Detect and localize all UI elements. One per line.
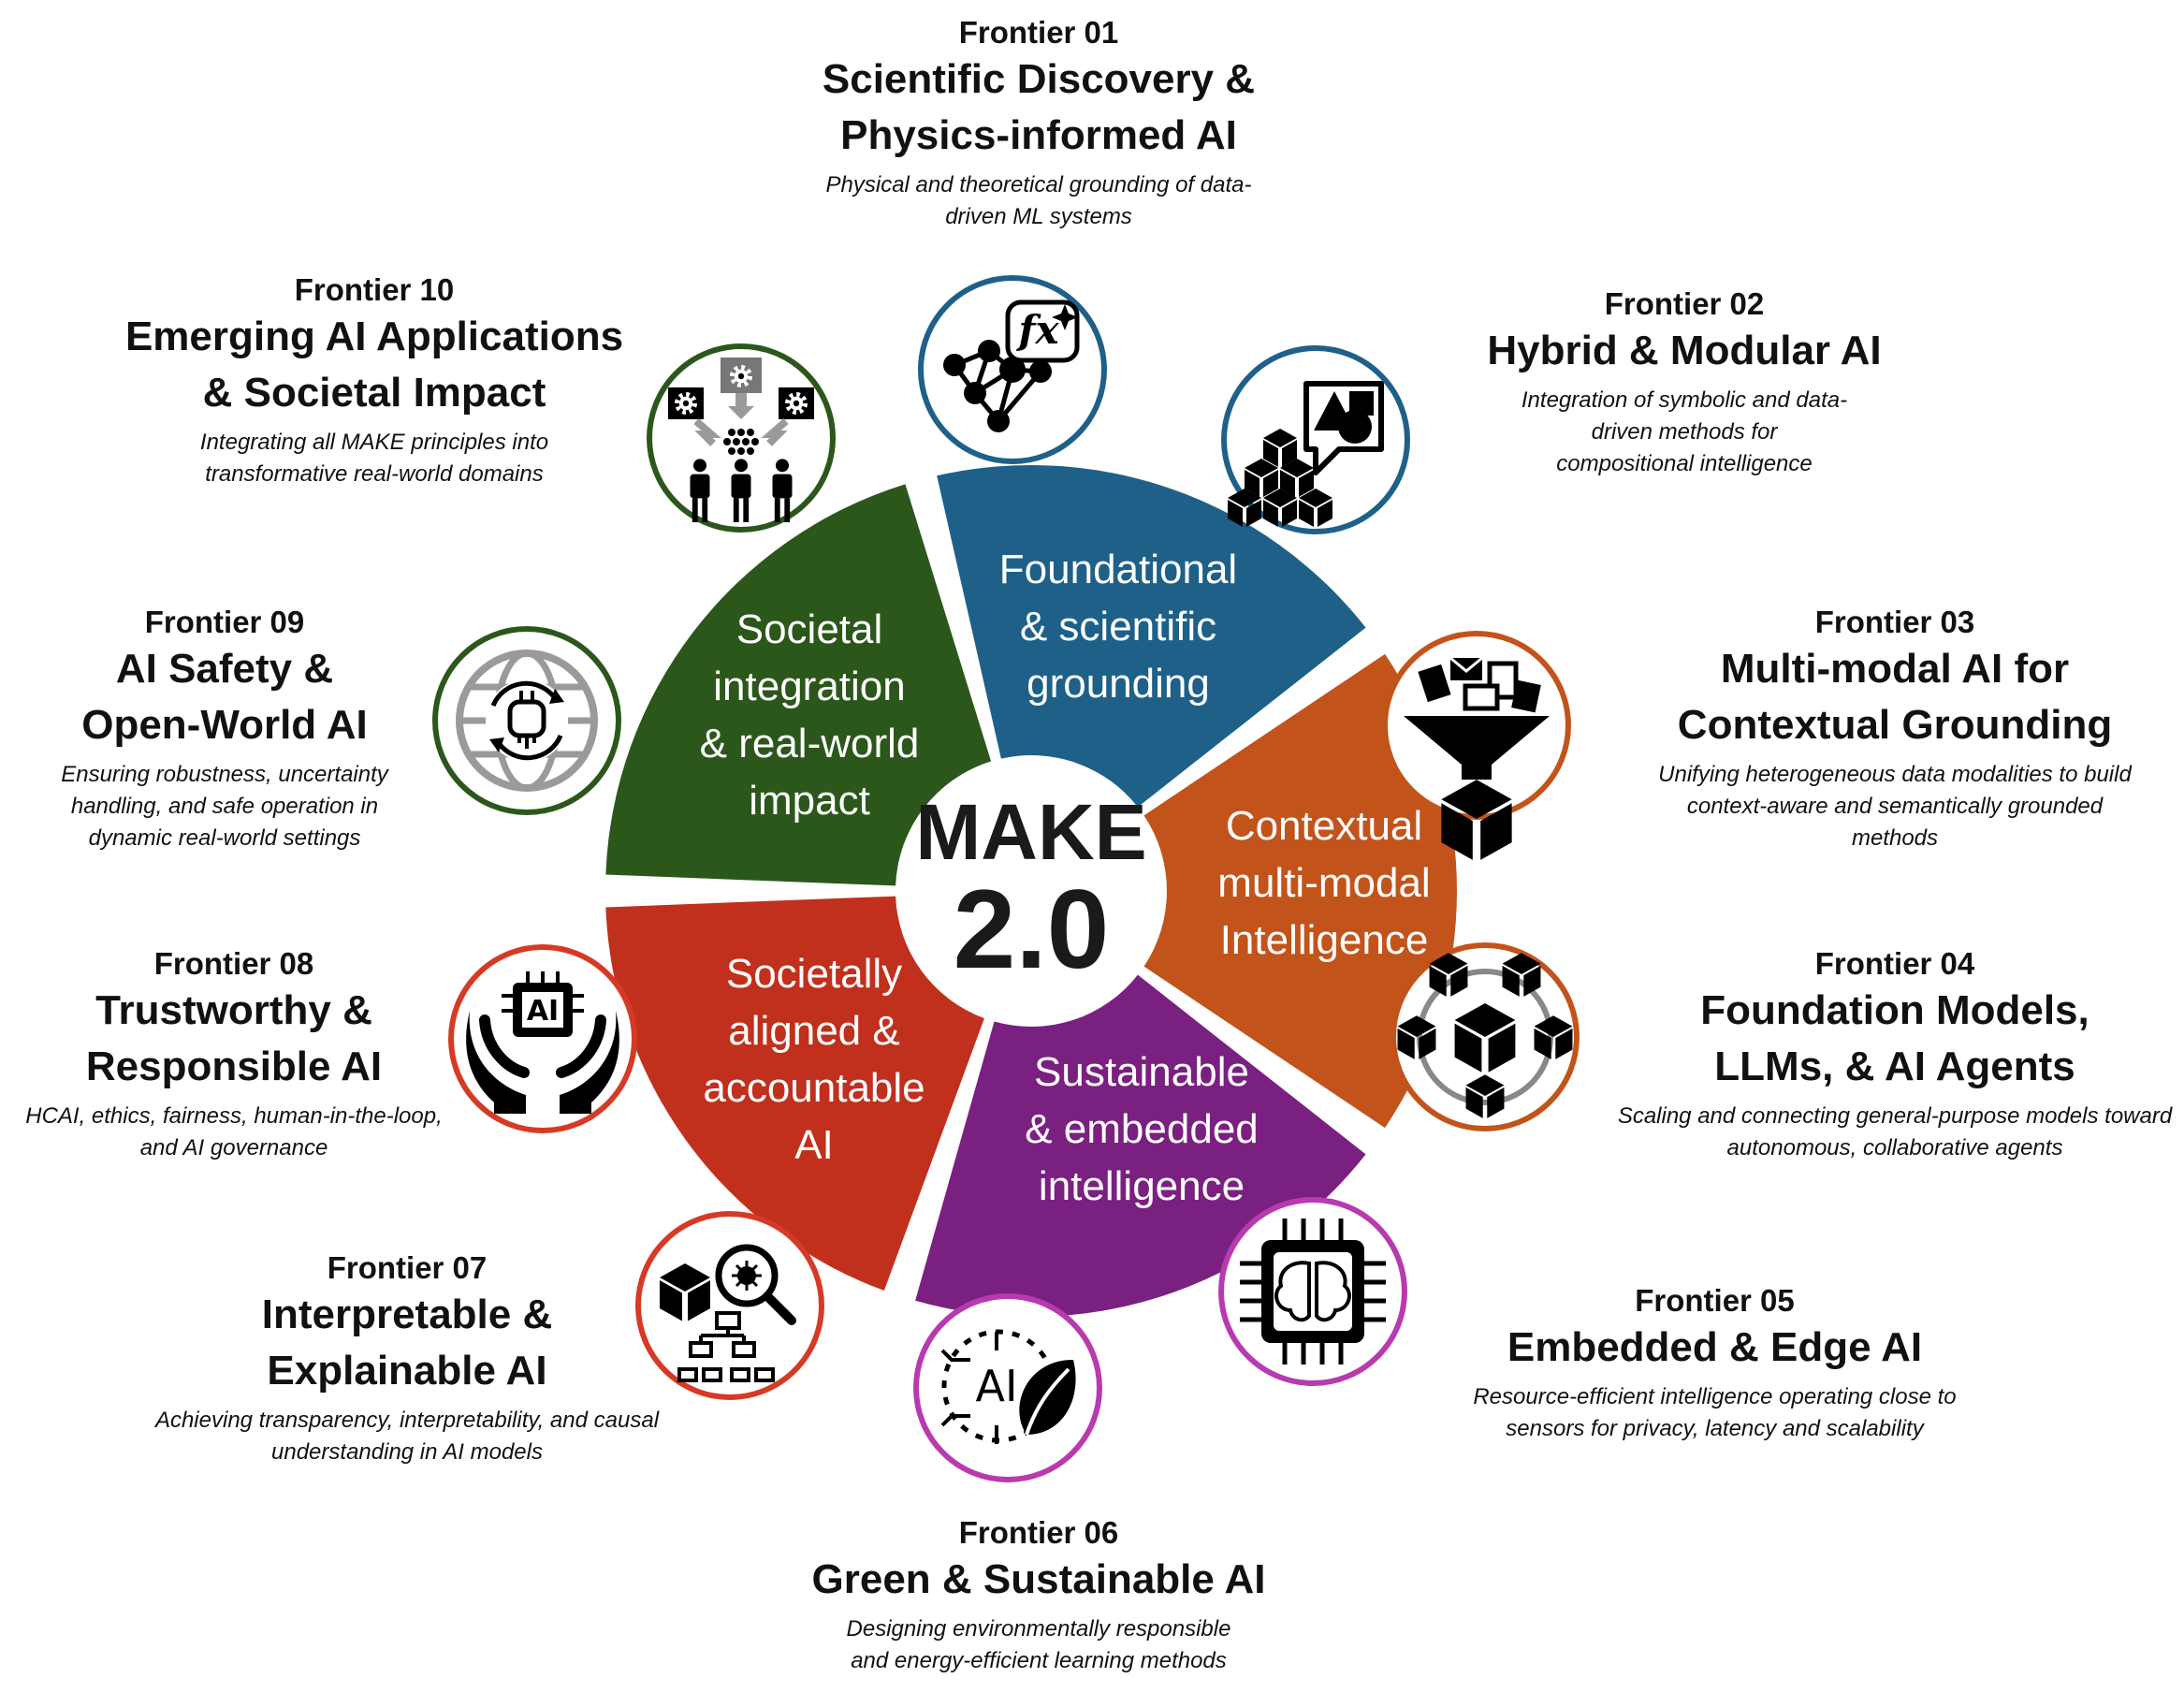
theme-segment-societal	[605, 484, 992, 886]
frontier-10-icon-badge	[647, 343, 836, 533]
frontier-10-number: Frontier 10	[294, 272, 455, 307]
physics-network-icon: fx	[943, 299, 1080, 432]
modular-blocks-icon	[1228, 381, 1384, 527]
frontier-04-title: Foundation Models, LLMs, & AI Agents	[1700, 987, 2089, 1089]
frontier-05: Frontier 05 Embedded & Edge AI Resource-…	[1441, 1282, 1988, 1445]
frontier-03-title: Multi-modal AI for Contextual Grounding	[1677, 646, 2113, 748]
frontier-03: Frontier 03 Multi-modal AI for Contextua…	[1642, 604, 2148, 854]
theme-label-accountable: Societally aligned & accountable AI	[703, 951, 925, 1168]
theme-segment-foundational	[937, 464, 1366, 808]
frontier-09: Frontier 09 AI Safety & Open-World AI En…	[28, 604, 421, 854]
frontier-01-description: Physical and theoretical grounding of da…	[825, 172, 1252, 229]
frontier-08-description: HCAI, ethics, fairness, human-in-the-loo…	[25, 1103, 443, 1160]
frontier-02-number: Frontier 02	[1604, 286, 1765, 321]
frontier-07: Frontier 07 Interpretable & Explainable …	[150, 1249, 664, 1468]
connected-cubes-icon	[1397, 953, 1573, 1118]
frontier-09-icon-badge	[432, 626, 621, 815]
theme-label-contextual: Contextual multi-modal Intelligence	[1217, 803, 1431, 963]
frontier-08-title: Trustworthy & Responsible AI	[85, 987, 383, 1089]
center-version: 2.0	[953, 867, 1110, 992]
frontier-07-title: Interpretable & Explainable AI	[261, 1292, 553, 1394]
frontier-10-description: Integrating all MAKE principles into tra…	[199, 430, 549, 487]
frontier-09-description: Ensuring robustness, uncertainty handlin…	[61, 762, 388, 851]
frontier-05-title: Embedded & Edge AI	[1507, 1324, 1923, 1370]
frontier-08-icon-badge: AI	[448, 944, 637, 1133]
frontier-04-number: Frontier 04	[1814, 946, 1975, 981]
frontier-09-title: AI Safety & Open-World AI	[81, 646, 368, 748]
theme-label-societal: Societal integration & real-world impact	[699, 606, 920, 824]
frontier-05-number: Frontier 05	[1635, 1283, 1795, 1318]
frontier-04: Frontier 04 Foundation Models, LLMs, & A…	[1614, 945, 2176, 1164]
frontier-01-number: Frontier 01	[958, 15, 1119, 50]
green-ai-leaf-icon: AI	[940, 1329, 1076, 1444]
frontier-06-icon-badge: AI	[913, 1293, 1102, 1482]
frontier-05-icon-badge	[1218, 1197, 1407, 1386]
frontier-03-description: Unifying heterogeneous data modalities t…	[1658, 762, 2132, 851]
frontier-03-number: Frontier 03	[1814, 605, 1975, 639]
frontier-06-number: Frontier 06	[958, 1515, 1119, 1550]
frontier-01-icon-badge: fx	[918, 275, 1107, 464]
frontier-07-description: Achieving transparency, interpretability…	[154, 1408, 660, 1465]
frontier-06-ring	[913, 1293, 1102, 1482]
frontier-07-number: Frontier 07	[327, 1250, 488, 1285]
center-title: MAKE	[915, 788, 1147, 876]
svg-text:AI: AI	[527, 995, 559, 1028]
people-gears-icon	[668, 358, 814, 522]
ai-hands-icon: AI	[466, 971, 619, 1114]
frontier-01-title: Scientific Discovery & Physics-informed …	[822, 56, 1256, 158]
frontier-02-icon-badge	[1221, 345, 1410, 534]
frontier-04-icon-badge	[1390, 942, 1580, 1131]
frontier-08-number: Frontier 08	[153, 946, 314, 981]
frontier-05-description: Resource-efficient intelligence operatin…	[1473, 1384, 1957, 1441]
frontier-09-number: Frontier 09	[144, 605, 305, 639]
frontier-08: Frontier 08 Trustworthy & Responsible AI…	[14, 945, 454, 1164]
theme-label-foundational: Foundational & scientific grounding	[998, 547, 1238, 707]
frontier-02-description: Integration of symbolic and data-driven …	[1521, 387, 1848, 476]
globe-circuit-icon	[456, 649, 598, 792]
frontier-10-title: Emerging AI Applications & Societal Impa…	[124, 314, 624, 416]
frontier-06: Frontier 06 Green & Sustainable AI Desig…	[739, 1514, 1338, 1677]
theme-segment-accountable	[605, 896, 984, 1292]
frontier-07-icon-badge	[635, 1211, 824, 1400]
center-hub	[899, 759, 1163, 1023]
multimodal-funnel-icon	[1404, 656, 1550, 860]
frontier-07-ring	[635, 1211, 824, 1400]
explainable-search-icon	[660, 1244, 796, 1382]
frontier-06-description: Designing environmentally responsible an…	[846, 1616, 1231, 1673]
brain-chip-icon	[1240, 1219, 1386, 1365]
svg-text:AI: AI	[975, 1361, 1017, 1411]
frontier-01: Frontier 01 Scientific Discovery & Physi…	[791, 14, 1287, 233]
theme-segment-contextual	[1143, 653, 1458, 1129]
frontier-06-title: Green & Sustainable AI	[811, 1556, 1266, 1602]
frontier-04-description: Scaling and connecting general-purpose m…	[1617, 1103, 2173, 1160]
frontier-10: Frontier 10 Emerging AI Applications & S…	[89, 271, 660, 490]
frontier-02: Frontier 02 Hybrid & Modular AI Integrat…	[1455, 285, 1914, 480]
theme-label-sustainable: Sustainable & embedded intelligence	[1025, 1049, 1259, 1209]
center-label: MAKE 2.0	[891, 790, 1172, 985]
frontier-02-title: Hybrid & Modular AI	[1487, 328, 1882, 373]
frontier-03-icon-badge	[1382, 631, 1571, 860]
svg-text:fx: fx	[1015, 307, 1059, 353]
